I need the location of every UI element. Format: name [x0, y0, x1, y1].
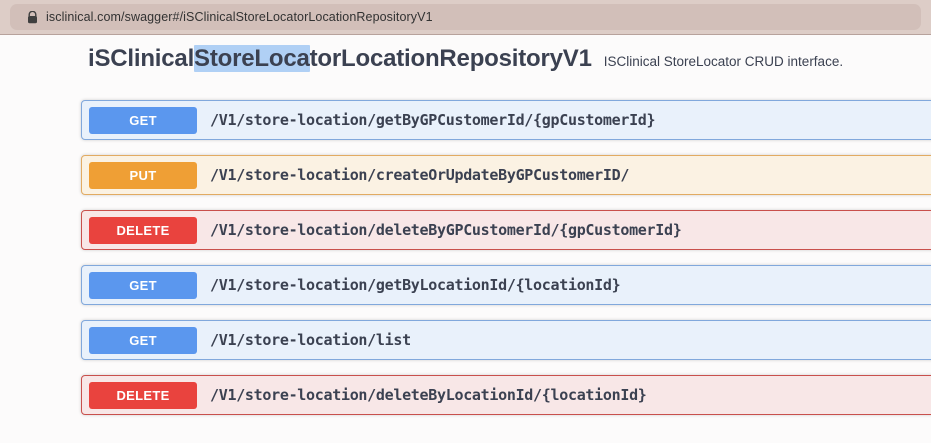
method-badge: GET — [89, 106, 197, 134]
method-badge: PUT — [89, 161, 197, 189]
method-badge: DELETE — [89, 381, 197, 409]
method-badge: DELETE — [89, 216, 197, 244]
endpoint-row[interactable]: DELETE /V1/store-location/deleteByLocati… — [81, 375, 931, 415]
lock-icon[interactable] — [27, 10, 38, 24]
endpoint-path: /V1/store-location/getByLocationId/{loca… — [210, 276, 621, 294]
method-badge: GET — [89, 326, 197, 354]
endpoint-path: /V1/store-location/deleteByGPCustomerId/… — [210, 221, 682, 239]
endpoint-row[interactable]: PUT /V1/store-location/createOrUpdateByG… — [81, 155, 931, 195]
title-text-after: torLocationRepositoryV1 — [309, 45, 592, 72]
endpoint-path: /V1/store-location/list — [210, 331, 411, 349]
endpoint-path: /V1/store-location/createOrUpdateByGPCus… — [210, 166, 630, 184]
endpoint-path: /V1/store-location/deleteByLocationId/{l… — [210, 386, 647, 404]
api-description: ISClinical StoreLocator CRUD interface. — [603, 54, 844, 69]
endpoints-list: GET /V1/store-location/getByGPCustomerId… — [81, 100, 931, 415]
url-field[interactable]: isclinical.com/swagger#/iSClinicalStoreL… — [10, 4, 921, 30]
page-title: iSClinicalStoreLocatorLocationRepository… — [88, 43, 843, 78]
endpoint-row[interactable]: GET /V1/store-location/getByGPCustomerId… — [81, 100, 931, 140]
url-text: isclinical.com/swagger#/iSClinicalStoreL… — [46, 10, 433, 24]
title-selected-text: StoreLoca — [194, 45, 310, 72]
browser-url-bar: isclinical.com/swagger#/iSClinicalStoreL… — [0, 0, 931, 35]
method-badge: GET — [89, 271, 197, 299]
endpoint-path: /V1/store-location/getByGPCustomerId/{gp… — [210, 111, 656, 129]
endpoint-row[interactable]: GET /V1/store-location/getByLocationId/{… — [81, 265, 931, 305]
title-text-before: iSClinical — [88, 45, 195, 72]
endpoint-row[interactable]: DELETE /V1/store-location/deleteByGPCust… — [81, 210, 931, 250]
swagger-page: iSClinicalStoreLocatorLocationRepository… — [0, 35, 931, 415]
endpoint-row[interactable]: GET /V1/store-location/list — [81, 320, 931, 360]
